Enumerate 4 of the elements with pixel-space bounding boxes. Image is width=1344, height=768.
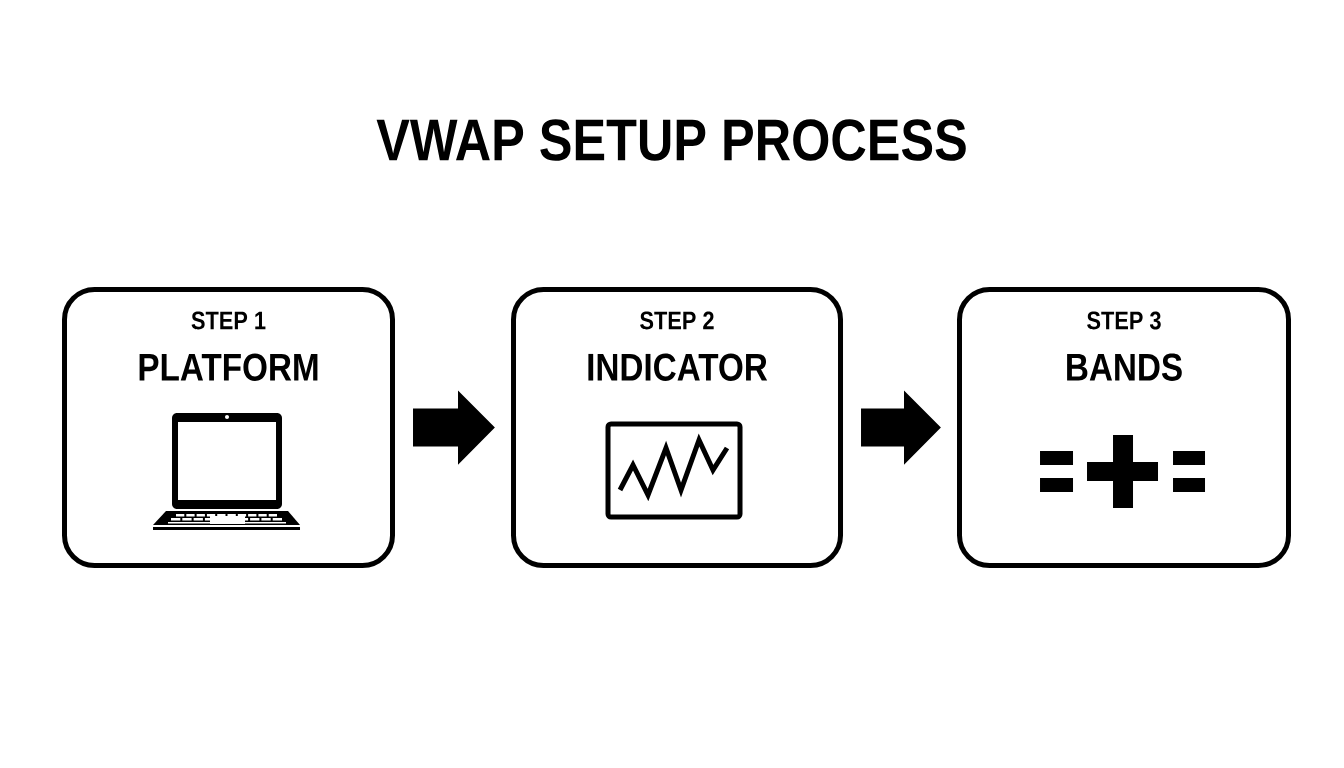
step-box: STEP 1 PLATFORM (62, 287, 395, 568)
title: VWAP SETUP PROCESS (376, 119, 966, 161)
step-box: STEP 2 INDICATOR (511, 287, 843, 568)
step-box: STEP 3 BANDS (957, 287, 1291, 568)
